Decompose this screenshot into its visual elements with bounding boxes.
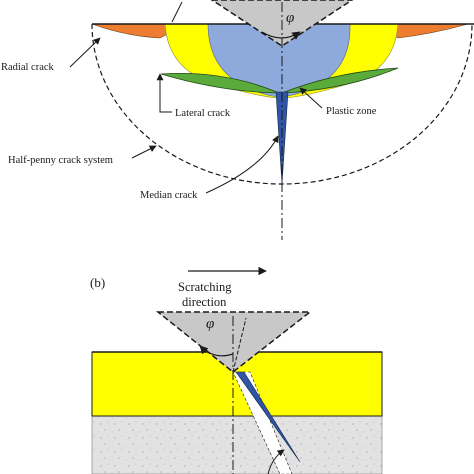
median-crack-arrow [205,135,279,194]
indenter-b [155,311,313,373]
substrate-layer [91,415,383,474]
angle-ray-b [232,317,247,373]
half-penny-arrow [131,145,157,159]
plastic-zone-label: Plastic zone [326,106,377,117]
radial-crack-label: Radial crack [1,62,55,73]
lateral-crack-arrow [156,73,172,113]
indenter-leader-a [171,1,183,23]
median-crack-label: Median crack [140,190,198,201]
median-crack-b-leader [267,449,285,474]
radial-crack-arrow [69,37,101,68]
panel-b: (b) Scratching direction φ [90,266,383,474]
radial-crack-left [91,23,187,39]
angle-symbol-a: φ [286,10,294,26]
plastic-zone-arrow [299,87,323,109]
panel-a: φ Radial crack Lateral crack Plastic zon… [1,0,474,240]
scratch-direction-line2: direction [182,295,227,309]
half-penny-label: Half-penny crack system [8,155,113,166]
angle-arc-b [199,345,234,357]
scratch-direction-line1: Scratching [178,280,232,294]
lateral-crack-right [281,67,399,94]
lateral-crack-label: Lateral crack [175,108,231,119]
panel-b-letter: (b) [90,275,105,290]
angle-symbol-b: φ [206,316,214,332]
median-crack-b [235,371,301,463]
angle-arc-a [261,31,301,40]
